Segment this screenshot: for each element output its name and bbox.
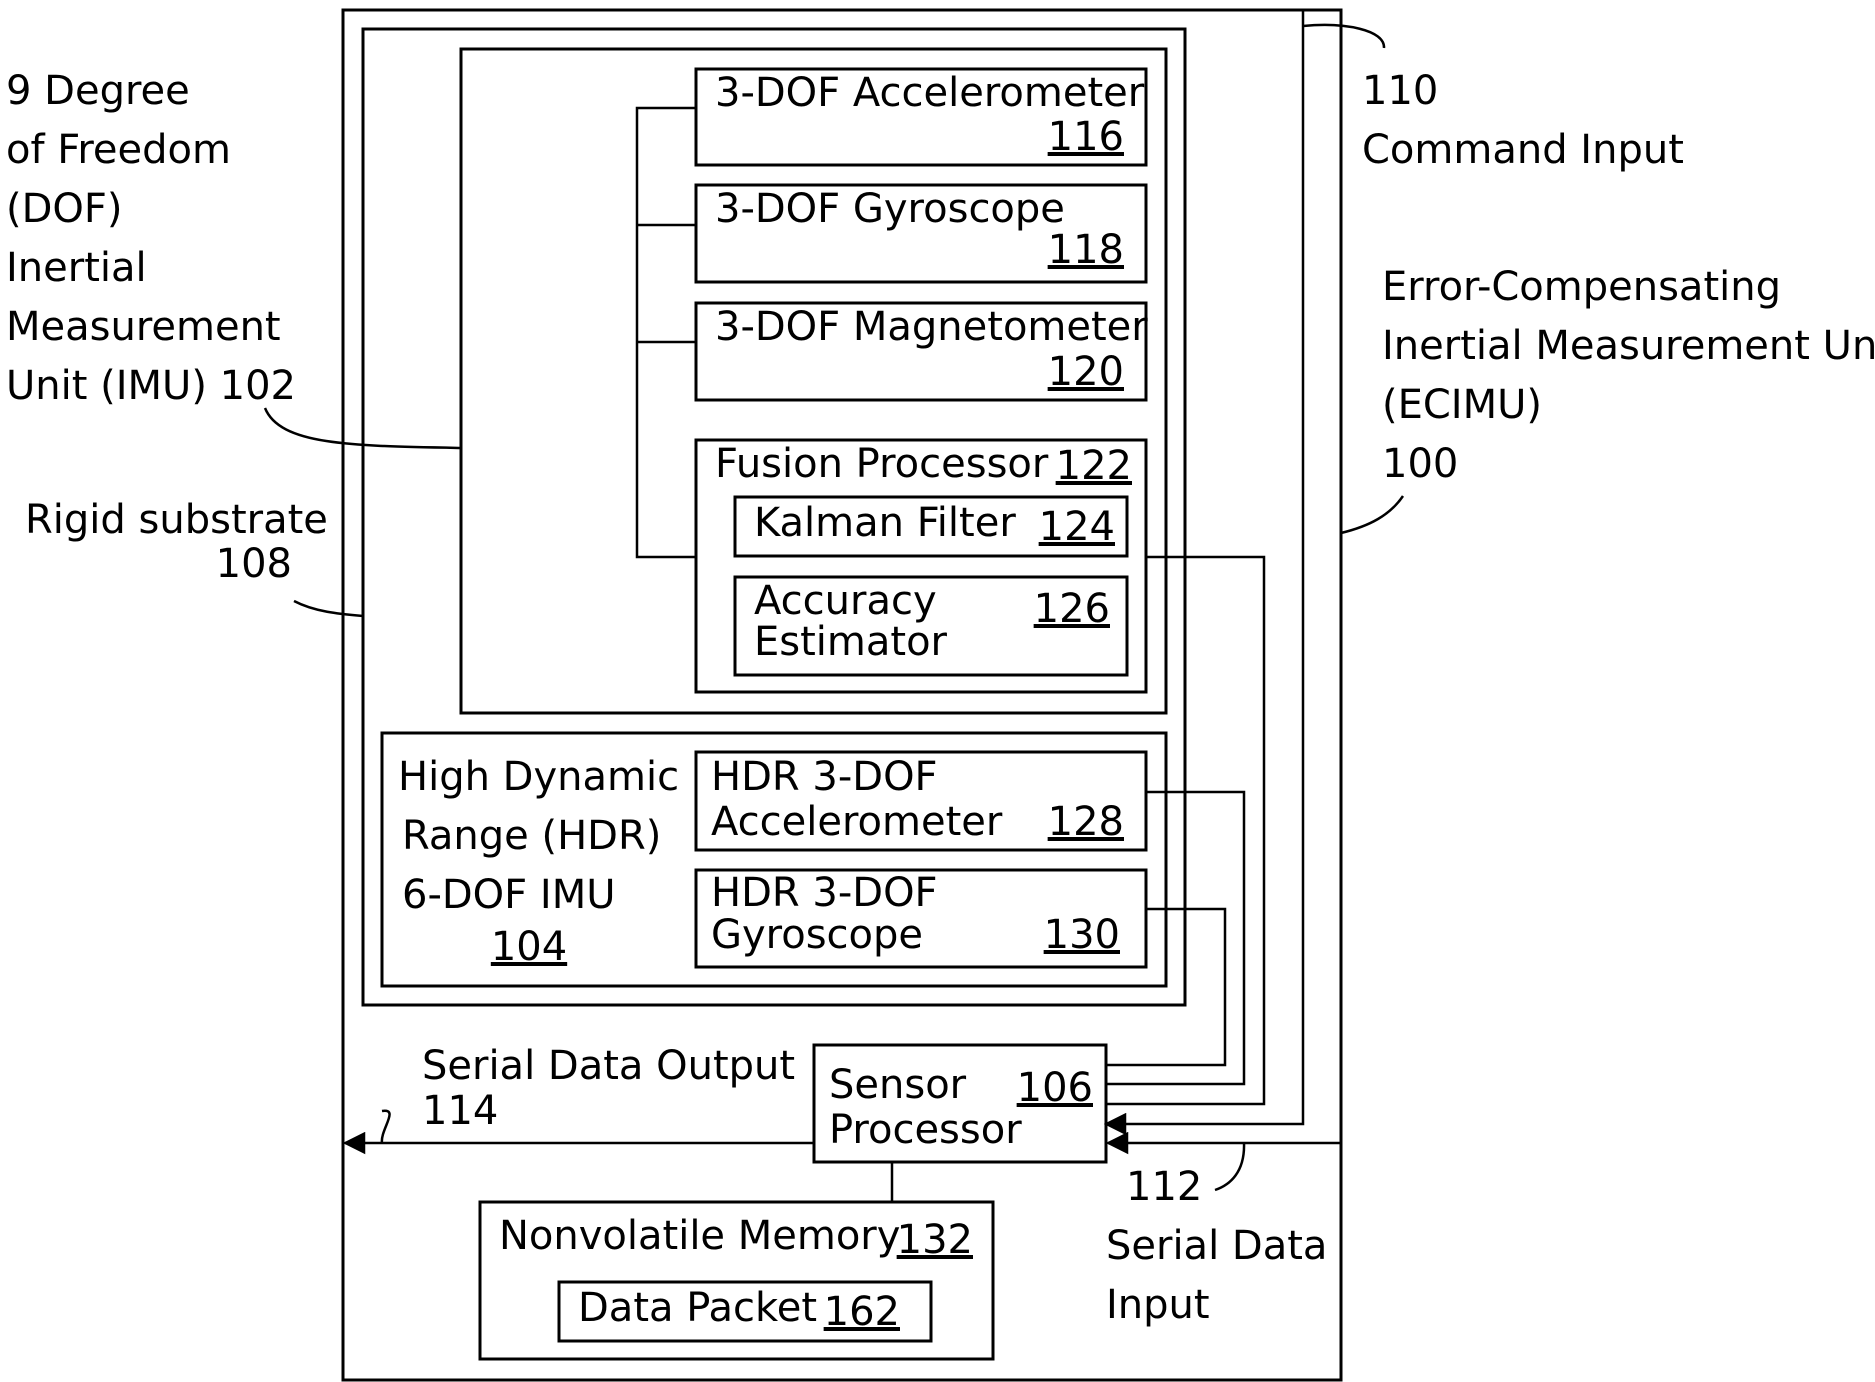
magnetometer-box [694,301,1148,402]
sensor-processor-title-line: Sensor [829,1062,967,1108]
nonvolatile-memory-box [478,1200,995,1361]
hdr-accel-to-sensor-processor-wire [1106,790,1246,1086]
serial-output-label-text: Serial Data Output [422,1043,795,1089]
accuracy-estimator-box [733,575,1129,677]
kalman-to-sensor-processor-wire [1106,555,1266,1106]
fusion-processor-title: Fusion Processor [715,441,1049,487]
serial-input-label: 112 Serial Data Input [1106,1164,1327,1328]
serial-input-leader [1214,1142,1246,1192]
ecimu-label: Error-Compensating Inertial Measurement … [1382,264,1875,487]
hdr-gyroscope-box [694,868,1148,969]
hdr-gyroscope-title-line: Gyroscope [711,912,923,958]
command-input-leader [1302,23,1386,49]
ecimu-label-line: Error-Compensating [1382,264,1781,310]
sensor-bus-wire [635,106,696,559]
accelerometer-box [694,67,1148,167]
rigid-substrate-label: Rigid substrate 108 [25,497,328,587]
sensor-processor-ref: 106 [1017,1065,1093,1111]
hdr-gyroscope-title-line: HDR 3-DOF [711,870,938,916]
command-input-label: 110 Command Input [1362,68,1684,173]
accuracy-estimator-ref: 126 [1034,586,1110,632]
ecimu-label-line: (ECIMU) [1382,382,1542,428]
kalman-filter-box [733,495,1129,558]
imu9-label: 9 Degree of Freedom (DOF) Inertial Measu… [6,68,296,409]
hdr-accelerometer-ref: 128 [1048,799,1124,845]
imu9-label-line: Inertial [6,245,147,291]
imu9-label-line: of Freedom [6,127,231,173]
accuracy-estimator-title-line: Estimator [754,619,948,665]
serial-output-label-ref: 114 [422,1088,498,1134]
hdr-imu-title-line: High Dynamic [398,754,679,800]
sensor-processor-title-line: Processor [829,1107,1022,1153]
command-input-wire [1103,10,1305,1136]
data-packet-box [557,1280,933,1343]
imu9-label-line: Unit (IMU) 102 [6,363,296,409]
gyroscope-box [694,183,1148,284]
data-packet-ref: 162 [824,1289,900,1335]
serial-input-label-ref: 112 [1126,1164,1202,1210]
hdr-accelerometer-title-line: HDR 3-DOF [711,754,938,800]
serial-input-label-line: Input [1106,1282,1210,1328]
nonvolatile-memory-ref: 132 [897,1217,973,1263]
imu9-leader [263,407,462,450]
imu9-label-line: Measurement [6,304,281,350]
magnetometer-ref: 120 [1048,349,1124,395]
accuracy-estimator-title-line: Accuracy [754,578,937,624]
hdr-imu-title-line: Range (HDR) [402,813,661,859]
serial-output-label: Serial Data Output 114 [422,1043,795,1134]
ecimu-label-line: Inertial Measurement Unit [1382,323,1875,369]
hdr-gyroscope-ref: 130 [1044,912,1120,958]
hdr-accelerometer-box [694,750,1148,852]
fusion-processor-ref: 122 [1056,443,1132,489]
command-input-label-text: Command Input [1362,127,1684,173]
accelerometer-title: 3-DOF Accelerometer [715,70,1145,116]
magnetometer-title: 3-DOF Magnetometer [715,304,1148,350]
fusion-processor-box [694,438,1148,694]
imu9-box [459,47,1168,715]
data-packet-title: Data Packet [578,1285,817,1331]
rigid-substrate-label-line: Rigid substrate [25,497,328,543]
kalman-filter-title: Kalman Filter [754,500,1016,546]
gyroscope-title: 3-DOF Gyroscope [715,186,1065,232]
accelerometer-ref: 116 [1048,114,1124,160]
imu9-label-line: (DOF) [6,186,123,232]
ecimu-leader [1340,495,1405,535]
command-input-label-ref: 110 [1362,68,1438,114]
kalman-filter-ref: 124 [1039,504,1115,550]
ecimu-outer-box [341,8,1343,1382]
rigid-substrate-box [361,27,1187,1007]
rigid-substrate-label-ref: 108 [216,541,292,587]
hdr-imu-box [380,731,1168,988]
hdr-imu-title-line: 6-DOF IMU [402,872,615,918]
rigid-substrate-leader [293,599,364,618]
serial-input-label-line: Serial Data [1106,1223,1327,1269]
hdr-imu-ref: 104 [491,924,567,970]
serial-output-leader [380,1109,391,1144]
imu9-label-line: 9 Degree [6,68,190,114]
hdr-accelerometer-title-line: Accelerometer [711,799,1003,845]
ecimu-label-ref: 100 [1382,441,1458,487]
gyroscope-ref: 118 [1048,227,1124,273]
nonvolatile-memory-title: Nonvolatile Memory [499,1213,900,1259]
hdr-gyro-to-sensor-processor-wire [1106,907,1227,1067]
